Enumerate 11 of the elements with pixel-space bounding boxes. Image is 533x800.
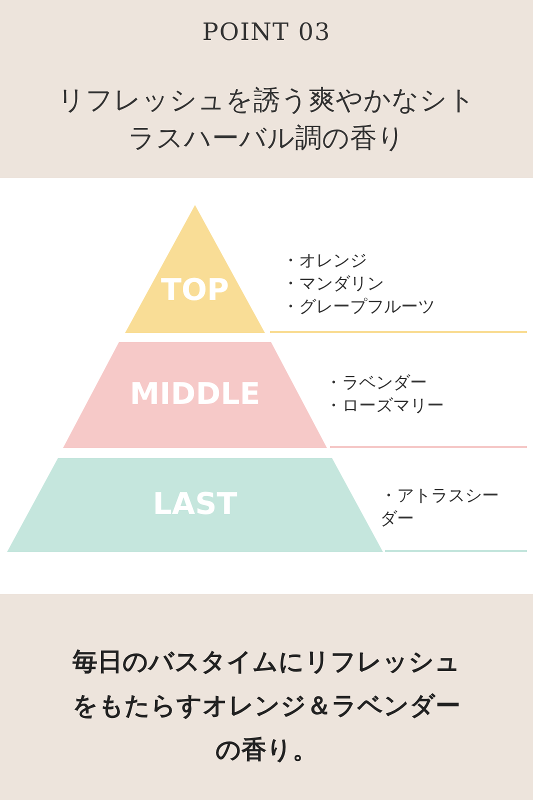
ingredient-list: ・アトラスシーダー <box>380 485 500 531</box>
ingredient-list: ・ラベンダー ・ローズマリー <box>325 372 533 418</box>
tier-label: LAST <box>152 486 238 524</box>
title-text: リフレッシュを誘う爽やかなシトラスハーバル調の香り <box>56 84 476 156</box>
pyramid-tier <box>125 205 265 333</box>
ingredient-list: ・オレンジ ・マンダリン ・グレープフルーツ <box>282 250 522 319</box>
point-number: POINT 03 <box>201 18 332 46</box>
pyramid-tier <box>7 458 383 552</box>
caption-text: 毎日のバスタイムにリフレッシュをもたらすオレンジ＆ラベンダーの香り。 <box>72 646 462 766</box>
tier-label: TOP <box>160 272 230 310</box>
pyramid-tier <box>63 342 327 448</box>
